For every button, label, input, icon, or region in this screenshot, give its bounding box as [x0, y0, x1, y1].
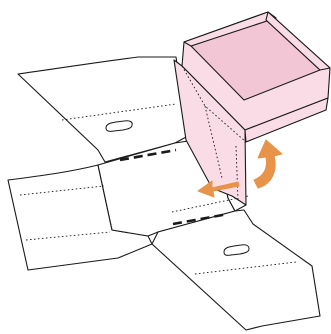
panel-upper-left [17, 56, 189, 163]
perforation-bottom [172, 212, 229, 226]
fold-up-arrow-icon [253, 139, 283, 189]
handle-slot-upper [105, 120, 133, 132]
wall-right-side [244, 97, 329, 143]
wall-back-rim [183, 11, 277, 47]
handle-slots [105, 120, 250, 256]
perforation-top [119, 148, 177, 162]
perforations [119, 148, 229, 226]
folded-carton-walls [173, 11, 331, 206]
panel-lower [151, 209, 321, 331]
wall-left-side [173, 59, 247, 206]
push-left-arrow-icon [197, 180, 240, 198]
wall-back-rim-right [265, 11, 331, 71]
handle-slot-lower [223, 244, 250, 256]
